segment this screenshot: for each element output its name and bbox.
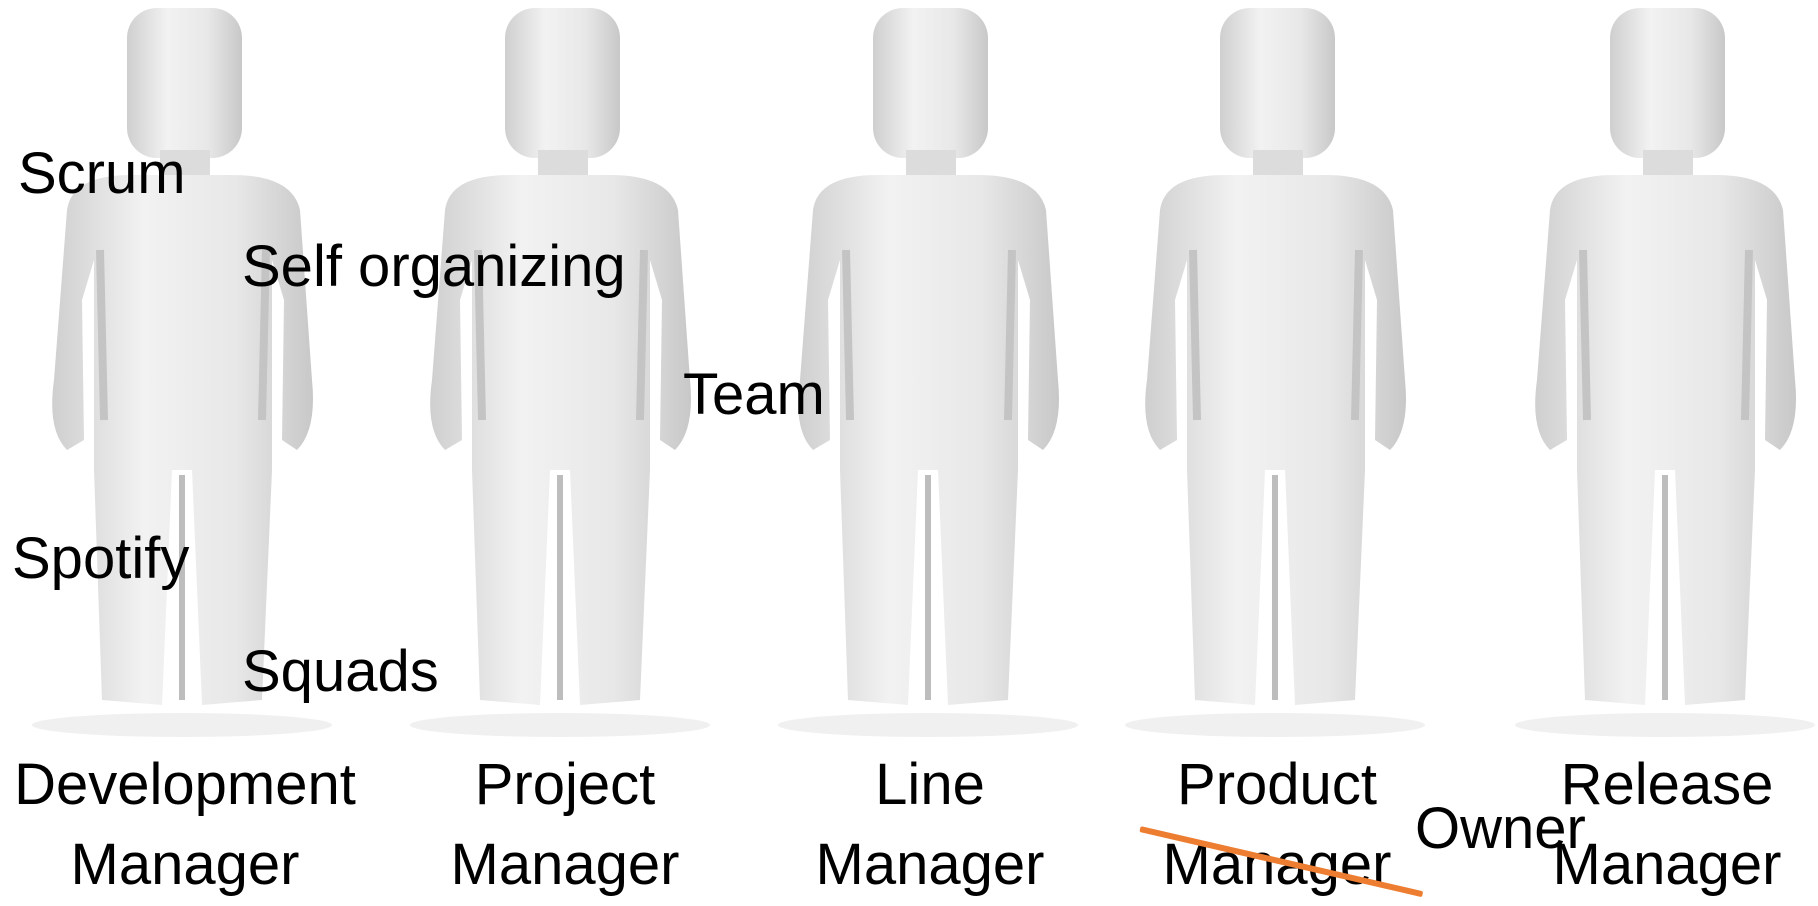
role-line1: Project (474, 752, 656, 817)
word-squads: Squads (242, 639, 439, 704)
person-figure-product-manager (1115, 0, 1435, 740)
role-line1: Product (1177, 752, 1377, 817)
role-line1: Development (14, 752, 356, 817)
role-line2: Manager (1552, 832, 1782, 897)
person-figure-release-manager (1505, 0, 1818, 740)
person-figure-project-manager (400, 0, 720, 740)
role-label-development-manager: Development Manager (5, 745, 365, 905)
person-figure-development-manager (22, 0, 342, 740)
role-label-project-manager: Project Manager (385, 745, 745, 905)
role-line1: Line (875, 752, 985, 817)
role-line1: Release (1560, 752, 1774, 817)
word-owner: Owner (1415, 796, 1586, 861)
word-self-organizing: Self organizing (242, 234, 626, 299)
role-line2: Manager (70, 832, 300, 897)
role-label-release-manager: Release Manager (1487, 745, 1818, 905)
role-line2: Manager (815, 832, 1045, 897)
word-spotify: Spotify (12, 526, 190, 591)
role-label-product-manager: Product Manager (1097, 745, 1457, 905)
word-scrum: Scrum (18, 141, 186, 206)
word-team: Team (683, 362, 825, 427)
role-label-line-manager: Line Manager (750, 745, 1110, 905)
role-line2: Manager (450, 832, 680, 897)
